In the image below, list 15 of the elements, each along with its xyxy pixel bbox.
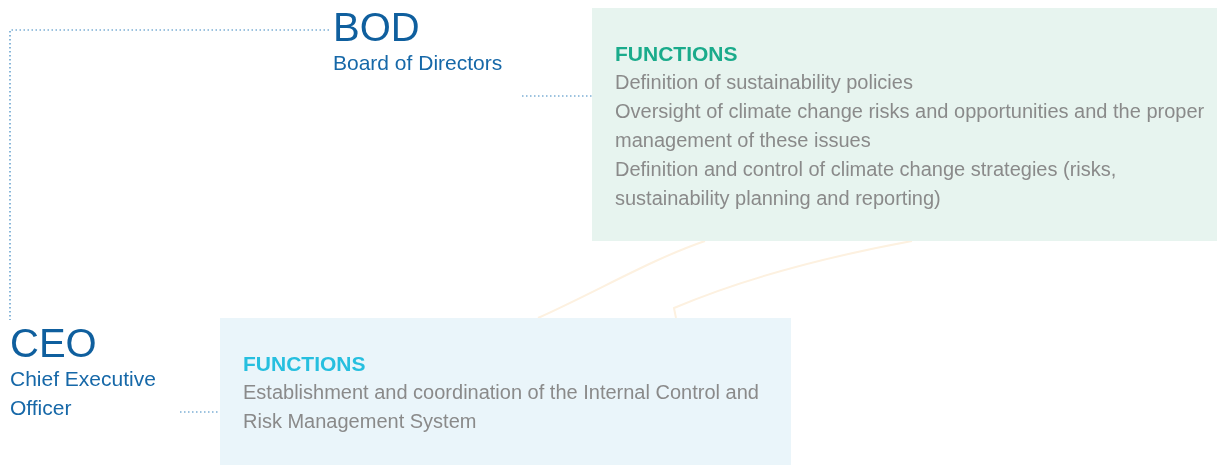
- role-name: Board of Directors: [333, 50, 503, 76]
- function-item: Establishment and coordination of the Internal Control and Risk Management System: [243, 380, 760, 434]
- functions-panel: [592, 8, 1217, 241]
- function-item: Definition and control of climate change strategies (risks, sustainability planning and reporting): [615, 157, 1118, 211]
- role-acronym: CEO: [10, 322, 97, 364]
- role-acronym: BOD: [333, 6, 420, 48]
- role-name: Chief Executive Officer: [10, 366, 157, 421]
- functions-panel: [220, 318, 791, 465]
- panel-heading: FUNCTIONS: [615, 41, 738, 67]
- panel-heading: FUNCTIONS: [243, 351, 366, 377]
- function-item: Definition of sustainability policies: [615, 70, 913, 95]
- dotted-connector: [521, 95, 593, 97]
- dotted-connector: [9, 29, 330, 321]
- dotted-connector: [179, 411, 221, 413]
- function-item: Oversight of climate change risks and opportunities and the proper management of these issues: [615, 99, 1206, 153]
